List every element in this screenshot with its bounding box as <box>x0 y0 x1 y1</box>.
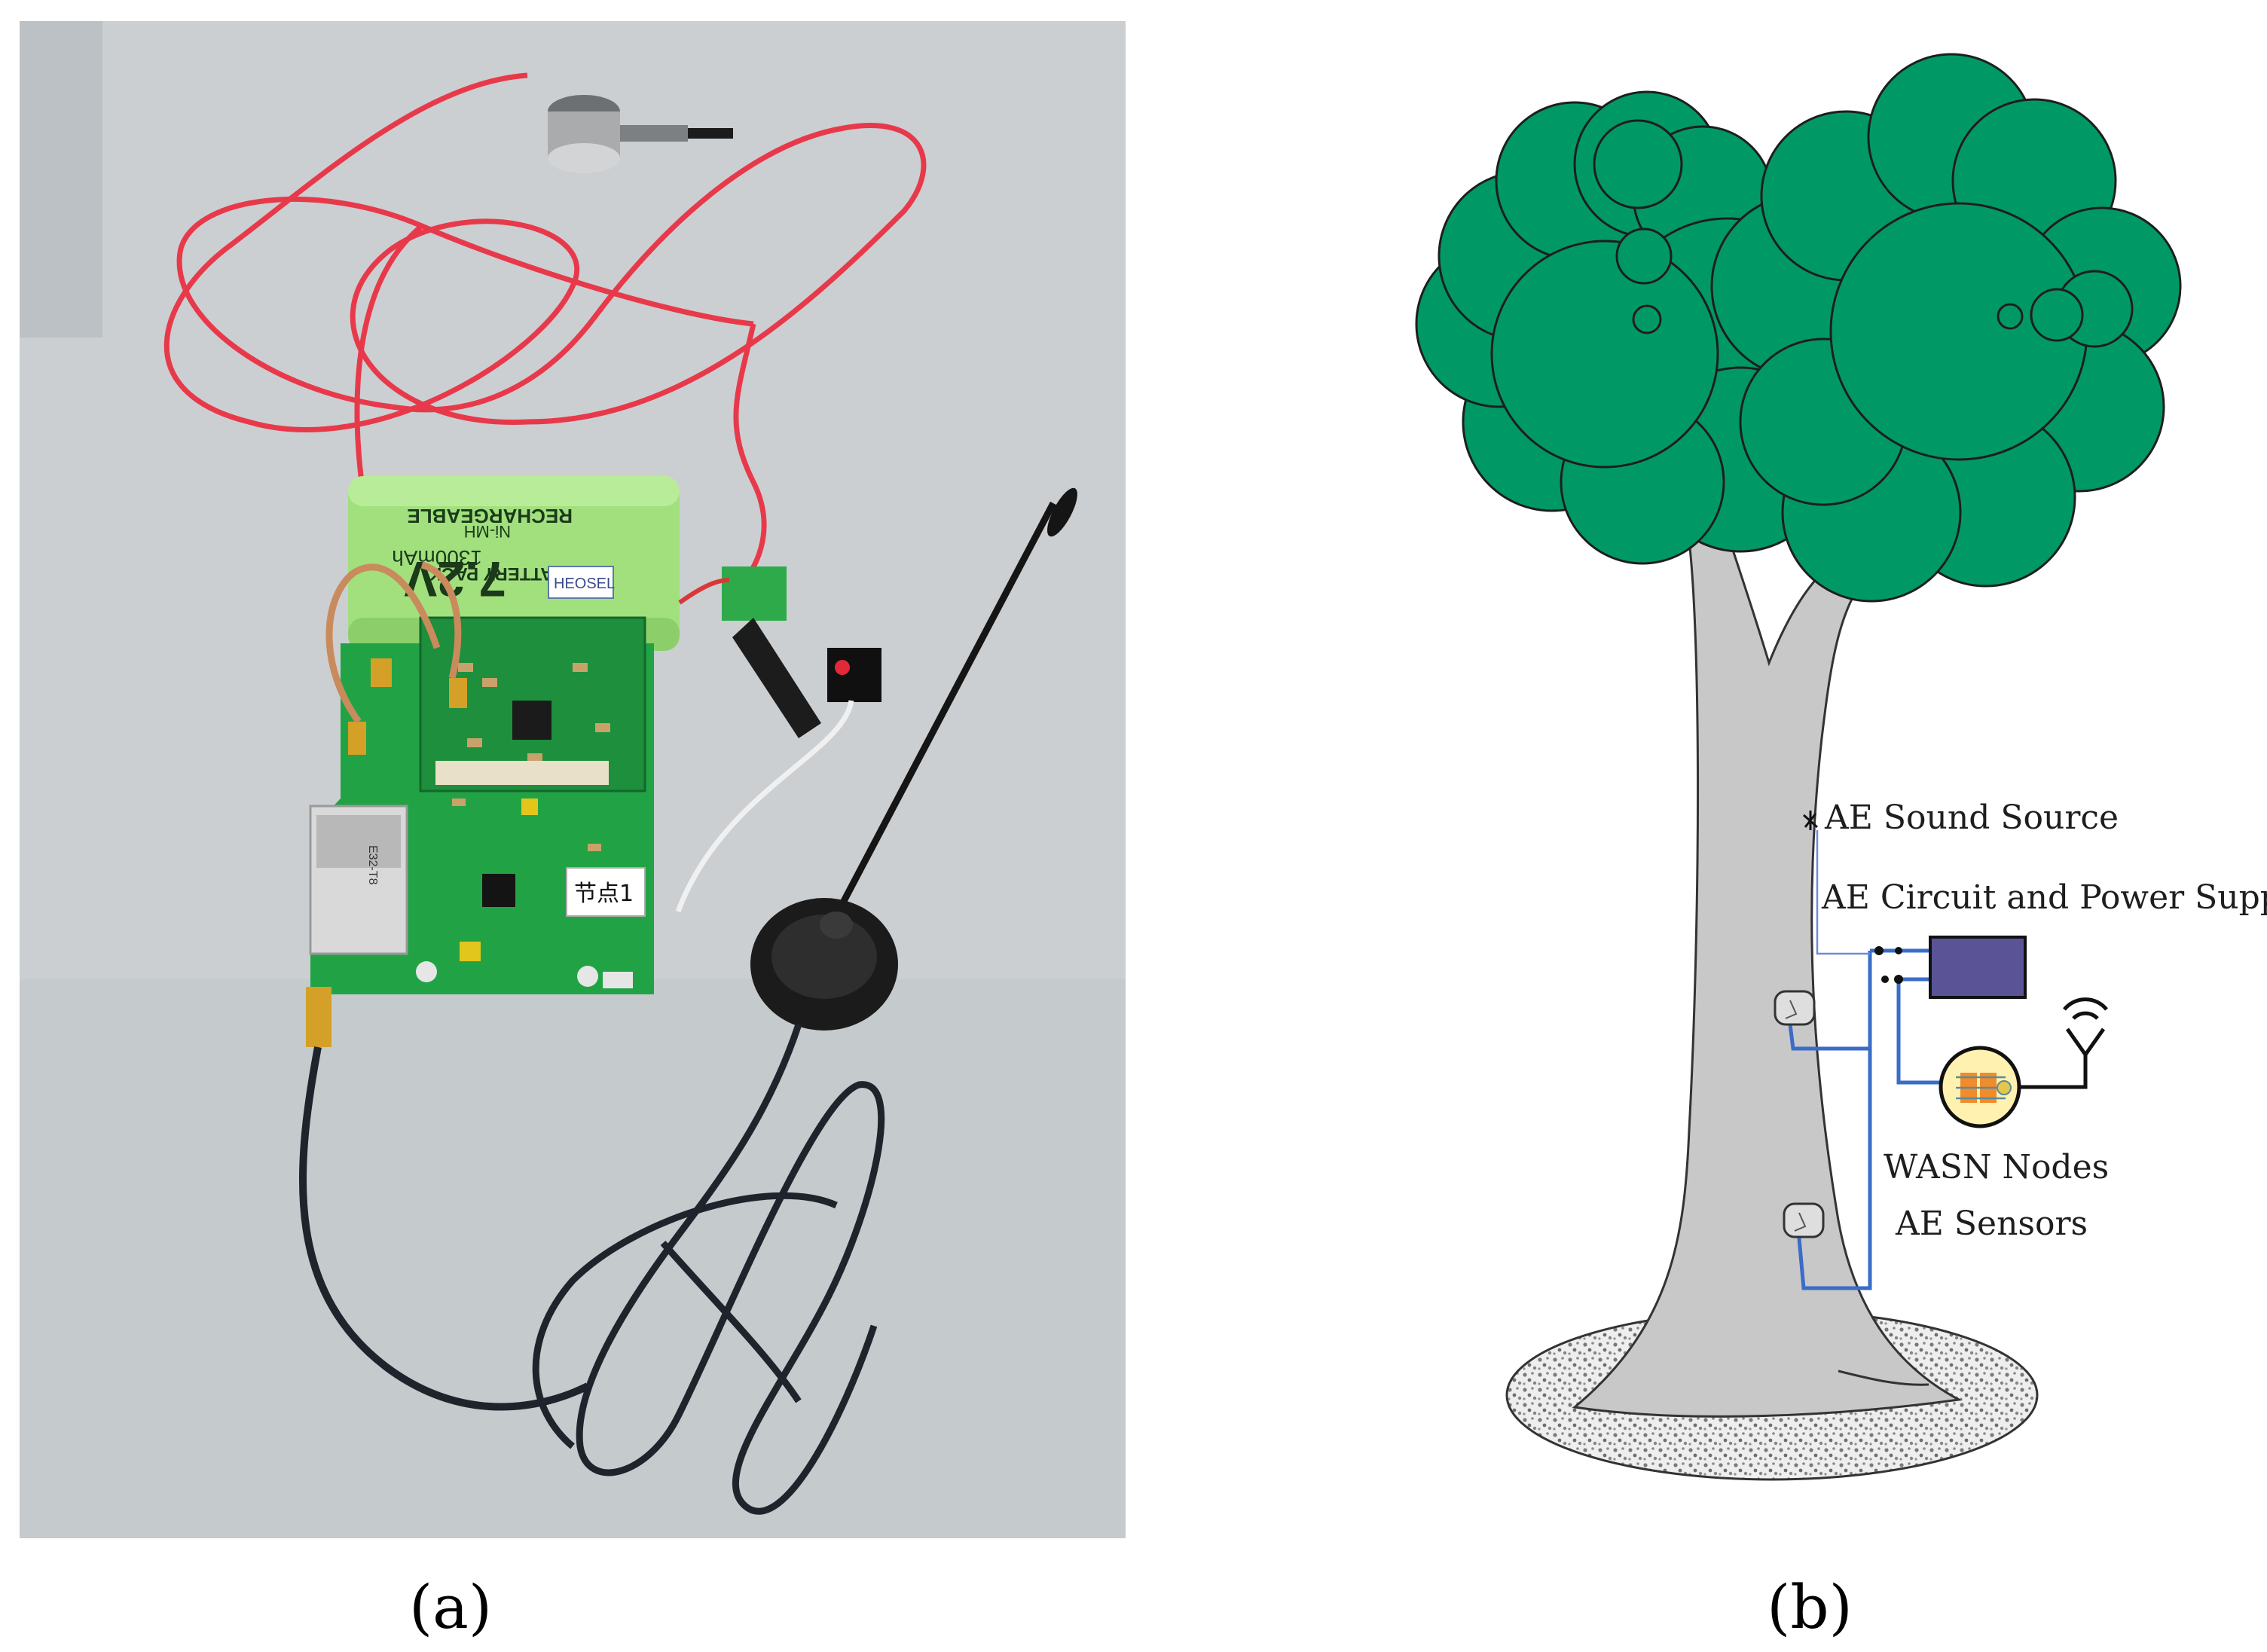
antenna-cable-coil <box>532 1023 885 1515</box>
battery-label-line1: RECHARGEABLE <box>407 505 573 527</box>
battery-brand-text: HEOSEL <box>554 576 615 592</box>
label-ae-sensors: AE Sensors <box>1896 1205 2088 1243</box>
trunk-root-line <box>1838 1370 1929 1386</box>
label-ae-circuit-power-supply: AE Circuit and Power Supply <box>1822 878 2267 917</box>
ae-sensor-lower <box>1783 1202 1825 1238</box>
bench-edge <box>20 21 102 337</box>
caption-panel-b: (b) <box>1767 1572 1853 1642</box>
source-circuit-line <box>1816 830 1870 955</box>
ae-sensor-upper <box>1774 990 1816 1026</box>
wireless-antenna-icon <box>2019 997 2108 1089</box>
coax-cable <box>325 563 441 724</box>
label-ae-sound-source: AE Sound Source <box>1825 799 2119 837</box>
antenna <box>750 487 1077 1031</box>
caption-panel-a: (a) <box>408 1572 493 1642</box>
tree-trunk <box>1572 518 1963 1418</box>
wasn-node-icon <box>1939 1046 2021 1128</box>
battery-pack: 7.2V 1300mAh Ni-MH RECHARGEABLE BATTERY … <box>348 476 680 651</box>
battery-capacity-text: 1300mAh <box>392 546 482 569</box>
connection-dots <box>1874 946 1903 984</box>
battery-label-line2: BATTERY PACK <box>428 563 567 584</box>
module-code-text: E32-T8 <box>366 845 379 885</box>
label-wasn-nodes: WASN Nodes <box>1884 1148 2110 1186</box>
sma-coax <box>298 987 590 1411</box>
panel-b-diagram <box>1415 53 2182 1481</box>
battery-chemistry-text: Ni-MH <box>464 522 511 541</box>
power-supply-box <box>1929 936 2027 999</box>
canopy-bubbles <box>1593 119 2134 348</box>
table-shade <box>20 979 1126 1538</box>
sound-source-marker <box>1803 811 1818 830</box>
dc-jack <box>675 566 881 913</box>
panel-a-photo: 7.2V 1300mAh Ni-MH RECHARGEABLE BATTERY … <box>20 21 1126 1538</box>
main-pcb: E32-T8 节点1 <box>309 561 654 994</box>
node-tag-text: 节点1 <box>574 881 634 907</box>
ae-sensor-photo <box>548 95 733 173</box>
